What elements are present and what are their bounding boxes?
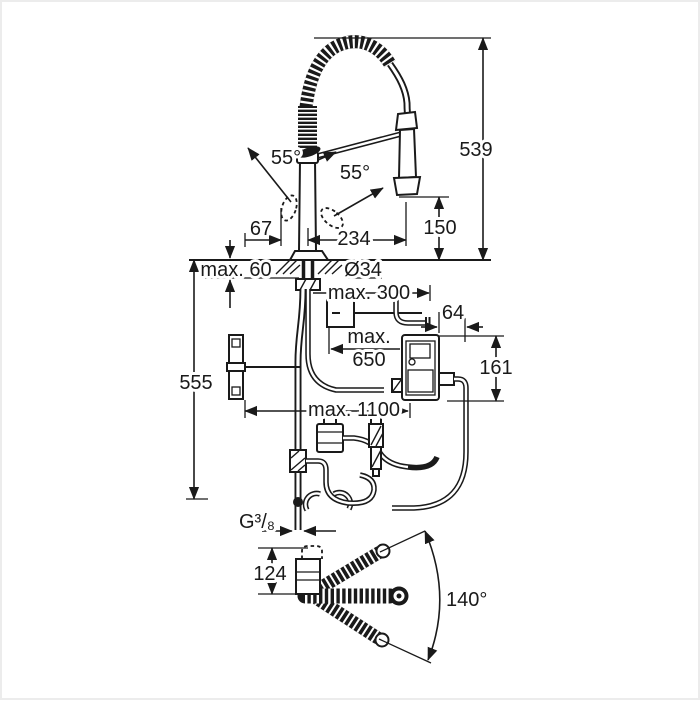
plan-view-swivel <box>295 530 441 664</box>
dim-total-height-label: 539 <box>459 139 492 161</box>
tee-fitting <box>289 449 377 506</box>
dimension-lines <box>186 37 504 595</box>
under-sink-assembly <box>226 288 469 530</box>
lever-handle <box>297 146 321 158</box>
dim-spray-clearance-label: 150 <box>423 217 456 239</box>
side-view-faucet <box>247 35 422 261</box>
dim-spout-reach-label: 234 <box>337 228 370 250</box>
dim-hole-diameter-label: Ø34 <box>344 259 382 281</box>
solenoid-valve <box>316 413 440 471</box>
dim-under-deck-label: 555 <box>179 372 212 394</box>
dimension-labels: 539 150 234 67 55° 55° max. 60 Ø34 max. … <box>176 136 515 614</box>
dim-cable-drop-label-line1: max. <box>347 326 390 348</box>
dim-box-height-label: 161 <box>479 357 512 379</box>
dim-lever-angle-left-label: 55° <box>271 147 301 169</box>
dim-deck-thickness-label: max. 60 <box>200 259 271 281</box>
dim-swivel-angle-label: 140° <box>446 589 487 611</box>
dim-plan-base-height-label: 124 <box>253 563 286 585</box>
dim-thread-size-label: G³/₈ <box>239 511 275 533</box>
dim-box-offset-label: 64 <box>442 302 464 324</box>
dim-hose-pull-out-label: max. 1100 <box>308 399 400 421</box>
plug-box <box>326 299 355 328</box>
dim-outlet-distance-label: max. 300 <box>328 282 410 304</box>
dim-lever-angle-right-label: 55° <box>340 162 370 184</box>
dim-cable-drop-label-line2: 650 <box>352 349 385 371</box>
check-valve <box>368 416 384 477</box>
control-box <box>391 334 455 401</box>
dim-lever-offset-label: 67 <box>250 218 272 240</box>
